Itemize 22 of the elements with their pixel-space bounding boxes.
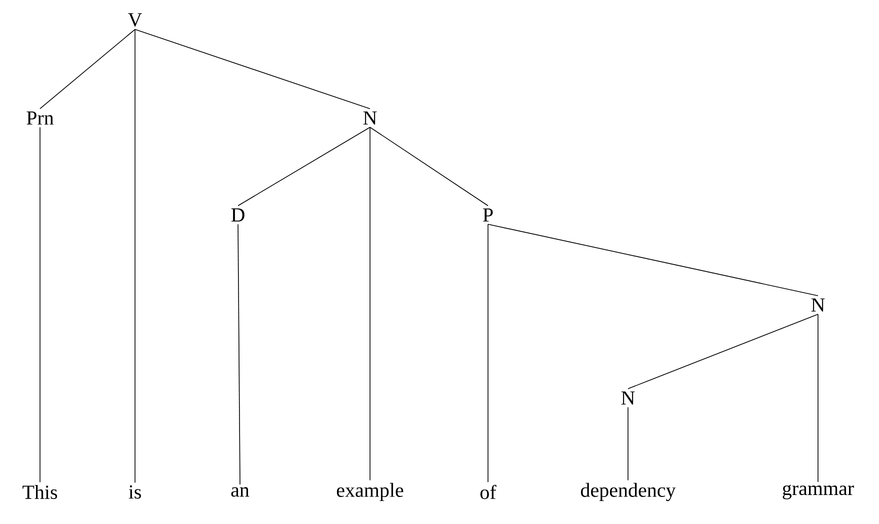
word-label: example: [336, 482, 404, 502]
category-label: N: [811, 298, 825, 312]
word-label: grammar: [782, 484, 854, 500]
tree-branch: [238, 126, 370, 206]
category-label: Prn: [26, 111, 54, 125]
category-label: N: [363, 111, 377, 125]
tree-branch: [488, 224, 818, 296]
word-label: is: [128, 485, 141, 499]
tree-branch: [628, 314, 818, 390]
word-label: This: [22, 484, 58, 500]
tree-branch: [370, 126, 488, 206]
category-label: P: [483, 208, 493, 222]
word-label: of: [480, 484, 496, 500]
tree-branch: [134, 29, 370, 110]
tree-branch: [40, 29, 136, 110]
word-label: an: [231, 487, 250, 497]
tree-branch: [134, 29, 136, 483]
tree-branch: [238, 224, 240, 485]
category-label: N: [621, 391, 635, 405]
word-label: dependency: [580, 482, 676, 502]
category-label: D: [231, 208, 244, 222]
category-label: V: [128, 13, 142, 27]
